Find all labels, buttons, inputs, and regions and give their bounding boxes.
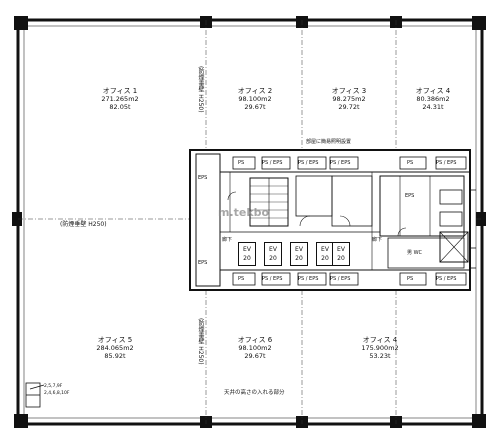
office-3-label: オフィス 3 98.275m2 29.72t xyxy=(309,87,389,111)
grid-lines xyxy=(18,20,482,424)
elevator-number: 20 xyxy=(321,255,329,262)
office-tsubo: 24.31t xyxy=(422,103,444,111)
eps-label: EPS xyxy=(405,193,415,199)
door-swings xyxy=(227,191,407,237)
elevator-number: 20 xyxy=(269,255,277,262)
office-tsubo: 29.67t xyxy=(244,103,266,111)
office-tsubo: 53.23t xyxy=(369,352,391,360)
office-2-label: オフィス 2 98.100m2 29.67t xyxy=(215,87,295,111)
stair-right xyxy=(439,231,469,263)
office-4-label: オフィス 4 80.386m2 24.31t xyxy=(398,87,468,111)
core-note: 部屋に簡易照明設置 xyxy=(306,139,352,145)
floor-legend: 2,5,7,9F 2,4,6,8,10F xyxy=(44,383,70,397)
eps-label: EPS xyxy=(198,175,208,181)
elevator-label: EV xyxy=(269,246,277,253)
elevator-1: EV 20 xyxy=(238,242,256,266)
elevator-3: EV 20 xyxy=(290,242,308,266)
watermark: m.tekbo xyxy=(218,206,270,219)
office-7-label: オフィス 4 175.900m2 53.23t xyxy=(340,336,420,360)
elevator-number: 20 xyxy=(337,255,345,262)
office-5-label: オフィス 5 284.065m2 85.92t xyxy=(75,336,155,360)
shaft-boxes xyxy=(232,156,467,286)
core-block xyxy=(189,149,471,291)
ps-eps-label: PS / EPS xyxy=(262,276,283,282)
office-tsubo: 82.05t xyxy=(109,103,131,111)
footnote: 天井の高さの入れる部分 xyxy=(224,390,285,396)
elevator-label: EV xyxy=(243,246,251,253)
office-tsubo: 29.72t xyxy=(338,103,360,111)
elevator-number: 20 xyxy=(243,255,251,262)
right-edge-marks xyxy=(470,189,476,269)
office-name: オフィス 2 xyxy=(237,87,273,95)
office-area: 284.065m2 xyxy=(96,344,134,352)
ps-eps-label: PS / EPS xyxy=(330,276,351,282)
ps-label: PS xyxy=(238,160,245,166)
partition-label-left-lower: (防煙垂壁 H250) xyxy=(197,318,204,365)
elevator-number: 20 xyxy=(295,255,303,262)
hallway-label: 廊下 xyxy=(222,237,233,243)
ps-eps-label: PS / EPS xyxy=(298,160,319,166)
office-area: 98.275m2 xyxy=(332,95,366,103)
office-name: オフィス 5 xyxy=(97,336,133,344)
elevator-2: EV 20 xyxy=(264,242,282,266)
legend-symbols xyxy=(25,382,45,408)
office-tsubo: 85.92t xyxy=(104,352,126,360)
office-name: オフィス 4 xyxy=(415,87,451,95)
ps-label: PS xyxy=(238,276,245,282)
elevator-label: EV xyxy=(337,246,345,253)
ps-label: PS xyxy=(407,160,414,166)
elevator-5: EV 20 xyxy=(332,242,350,266)
office-tsubo: 29.67t xyxy=(244,352,266,360)
office-name: オフィス 1 xyxy=(102,87,138,95)
office-area: 175.900m2 xyxy=(361,344,399,352)
office-1-label: オフィス 1 271.265m2 82.05t xyxy=(80,87,160,111)
office-area: 98.100m2 xyxy=(238,95,272,103)
ps-eps-label: PS / EPS xyxy=(436,276,457,282)
legend-item-2: 2,4,6,8,10F xyxy=(44,391,70,396)
office-area: 98.100m2 xyxy=(238,344,272,352)
office-area: 271.265m2 xyxy=(101,95,139,103)
elevator-label: EV xyxy=(295,246,303,253)
ps-eps-label: PS / EPS xyxy=(262,160,283,166)
office-name: オフィス 4 xyxy=(362,336,398,344)
hallway-label: 廊下 xyxy=(372,237,383,243)
ps-label: PS xyxy=(407,276,414,282)
partition-label-horizontal: (防煙垂壁 H250) xyxy=(60,221,107,228)
ps-eps-label: PS / EPS xyxy=(330,160,351,166)
ps-eps-label: PS / EPS xyxy=(436,160,457,166)
office-name: オフィス 6 xyxy=(237,336,273,344)
partition-label-left-upper: (防煙垂壁 H250) xyxy=(197,66,204,113)
office-area: 80.386m2 xyxy=(416,95,450,103)
ps-eps-label: PS / EPS xyxy=(298,276,319,282)
legend-item-1: 2,5,7,9F xyxy=(44,384,63,389)
elevator-label: EV xyxy=(321,246,329,253)
office-name: オフィス 3 xyxy=(331,87,367,95)
wc-label: 男 WC xyxy=(407,250,423,256)
eps-label: EPS xyxy=(198,260,208,266)
office-6-label: オフィス 6 98.100m2 29.67t xyxy=(215,336,295,360)
